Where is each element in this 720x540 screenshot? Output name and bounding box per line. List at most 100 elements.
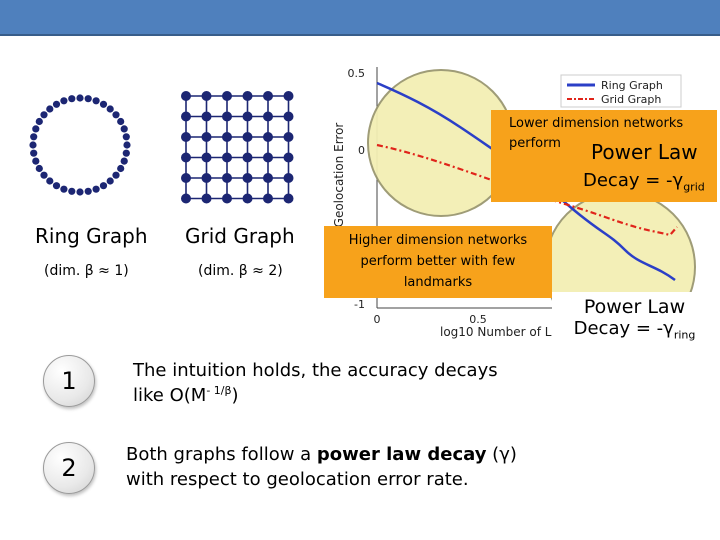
ring-node — [92, 97, 100, 105]
grid-node — [222, 173, 232, 183]
ring-node — [29, 141, 37, 149]
ring-node — [99, 100, 108, 108]
ring-node — [30, 149, 38, 157]
grid-node — [222, 193, 232, 204]
grid-node — [263, 111, 273, 122]
ring-node — [60, 185, 68, 193]
grid-node — [201, 152, 212, 163]
legend-grid-label: Grid Graph — [601, 93, 661, 106]
grid-power-law-title: Power Law — [591, 140, 698, 164]
y-axis-label: Geolocation Error — [332, 123, 346, 228]
grid-node — [181, 193, 191, 204]
ring-node — [84, 187, 92, 195]
ring-node — [46, 105, 54, 113]
ring-node — [40, 111, 48, 119]
ring-node — [99, 182, 108, 190]
ring-node — [35, 117, 43, 126]
ring-node — [120, 125, 128, 133]
bullet-text-1: The intuition holds, the accuracy decays… — [133, 360, 498, 406]
ring-node — [106, 105, 114, 113]
grid-graph-label: Grid Graph — [185, 224, 295, 248]
grid-node — [181, 132, 191, 142]
ring-node — [112, 171, 120, 179]
ring-node — [120, 157, 128, 165]
x-tick-label: 0.5 — [469, 313, 487, 326]
grid-node — [242, 152, 253, 163]
ring-node — [117, 164, 125, 173]
grid-node — [181, 173, 191, 183]
ring-node — [30, 133, 38, 141]
grid-node — [263, 173, 273, 183]
ring-node — [76, 94, 84, 102]
grid-node — [283, 111, 294, 122]
grid-node — [263, 193, 273, 204]
grid-node — [283, 152, 294, 163]
lower-dimension-line1: Lower dimension networks — [509, 116, 684, 131]
ring-node — [52, 182, 61, 190]
legend-ring-label: Ring Graph — [601, 79, 663, 92]
ring-node — [106, 177, 114, 185]
grid-node — [242, 91, 253, 101]
ring-power-law-box: Power Law Decay = -γring — [552, 292, 717, 354]
ring-node — [60, 97, 68, 105]
grid-node — [242, 193, 253, 204]
grid-node — [201, 193, 212, 204]
grid-node — [242, 132, 253, 142]
bullet-text-2: Both graphs follow a power law decay (γ)… — [126, 444, 517, 490]
grid-node — [263, 152, 273, 163]
y-tick-label: -1 — [354, 298, 365, 311]
grid-node — [201, 91, 212, 101]
plot-legend — [560, 74, 682, 108]
ring-node — [46, 177, 54, 185]
ring-node — [40, 171, 48, 179]
ring-node — [52, 100, 61, 108]
grid-node — [283, 193, 294, 204]
ring-node — [92, 185, 100, 193]
x-axis-label: log10 Number of L — [440, 325, 552, 339]
grid-decay-label: Decay = -γgrid — [583, 170, 705, 194]
title-bar — [0, 0, 720, 36]
higher-dimension-line1: Higher dimension networks — [348, 233, 528, 248]
grid-node — [263, 132, 273, 142]
ring-node — [68, 187, 76, 195]
grid-node — [181, 111, 191, 122]
ring-power-law-title: Power Law — [583, 296, 686, 318]
y-tick-label: 0 — [358, 144, 365, 157]
ring-decay-label: Decay = -γring — [573, 318, 696, 342]
grid-node — [222, 111, 232, 122]
ring-node — [123, 141, 131, 149]
ring-node — [117, 117, 125, 126]
ring-node — [122, 149, 130, 157]
grid-node — [283, 132, 294, 142]
ring-graph-label: Ring Graph — [35, 224, 148, 248]
grid-node — [242, 173, 253, 183]
ring-node — [32, 157, 40, 165]
grid-node — [283, 91, 294, 101]
grid-dimension-label: (dim. β ≈ 2) — [198, 263, 283, 279]
ring-node — [84, 95, 92, 103]
grid-graph-illustration — [181, 91, 294, 204]
grid-node — [201, 173, 212, 183]
ring-dimension-label: (dim. β ≈ 1) — [44, 263, 129, 279]
grid-node — [222, 152, 232, 163]
x-tick-label: 0 — [374, 313, 381, 326]
grid-node — [242, 111, 253, 122]
ring-node — [68, 95, 76, 103]
ring-node — [112, 111, 120, 119]
grid-node — [222, 132, 232, 142]
ring-node — [35, 164, 43, 173]
grid-node — [222, 91, 232, 101]
grid-node — [263, 91, 273, 101]
higher-dimension-line2: perform better with few — [360, 254, 516, 269]
grid-node — [201, 111, 212, 122]
grid-node — [201, 132, 212, 142]
grid-node — [283, 173, 294, 183]
bullet-number-1: 1 — [43, 355, 95, 407]
ring-node — [122, 133, 130, 141]
bullet-number-2: 2 — [43, 442, 95, 494]
lower-dimension-callout: Lower dimension networks perform Power L… — [491, 110, 717, 202]
grid-node — [181, 152, 191, 163]
higher-dimension-callout: Higher dimension networks perform better… — [324, 226, 552, 298]
lower-dimension-line2: perform — [509, 136, 561, 151]
grid-node — [181, 91, 191, 101]
